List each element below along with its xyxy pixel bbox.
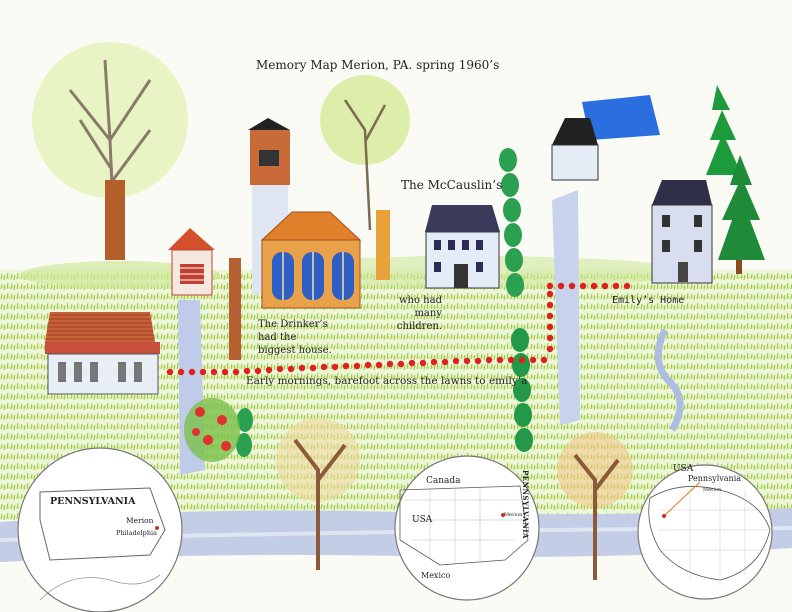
label-early-mornings: Early mornings, barefoot across the lawn…: [246, 375, 528, 387]
inset-na-pennsylvania-label: PENNSYLVANIA: [521, 470, 530, 539]
inset-na-mexico-label: Mexico: [421, 571, 451, 580]
label-drinkers-line-3: biggest house.: [258, 345, 332, 356]
house-ranch: [45, 312, 160, 395]
inset-world-pennsylvania-label: Pennsylvania: [688, 474, 742, 483]
blossom-trees: [276, 418, 633, 580]
map-title: Memory Map Merion, PA. spring 1960’s: [256, 58, 500, 72]
hedge-columns: [236, 148, 533, 457]
house-mccauslins: [425, 205, 500, 289]
fence-post: [229, 258, 241, 360]
label-emilys-home: Emily’s Home: [612, 295, 685, 306]
path-dots: [166, 282, 631, 376]
house-small-red: [168, 228, 215, 296]
inset-map-north-america: [394, 455, 540, 601]
rose-bush: [184, 398, 240, 462]
inset-pa-merion-label: Merion: [126, 516, 154, 525]
inset-world-usa-label: USA: [673, 464, 694, 474]
inset-map-pennsylvania: [17, 447, 183, 612]
evergreen-trees: [706, 85, 765, 274]
inset-pa-state-label: PENNSYLVANIA: [50, 496, 136, 507]
house-emilys: [651, 180, 713, 284]
inset-na-usa-label: USA: [412, 515, 433, 525]
inset-na-canada-label: Canada: [426, 476, 461, 486]
house-drinkers: [260, 211, 362, 309]
inset-na-merion-label: Merion: [504, 512, 523, 518]
label-drinkers-line-2: had the: [258, 332, 297, 343]
inset-pa-philadelphia-label: Philadelphia: [116, 529, 157, 537]
tree-center: [320, 75, 410, 280]
label-mccauslins: The McCauslin’s: [401, 178, 503, 192]
label-drinkers-line-1: The Drinker’s: [258, 319, 328, 330]
label-many-children: who had many children.: [396, 295, 442, 332]
label-drinkers: The Drinker’s had the biggest house.: [258, 318, 332, 357]
inset-map-world: [637, 464, 773, 600]
inset-world-merion-label: Merion: [703, 487, 722, 493]
large-tree: [32, 42, 188, 260]
house-blue-roof: [551, 95, 660, 181]
